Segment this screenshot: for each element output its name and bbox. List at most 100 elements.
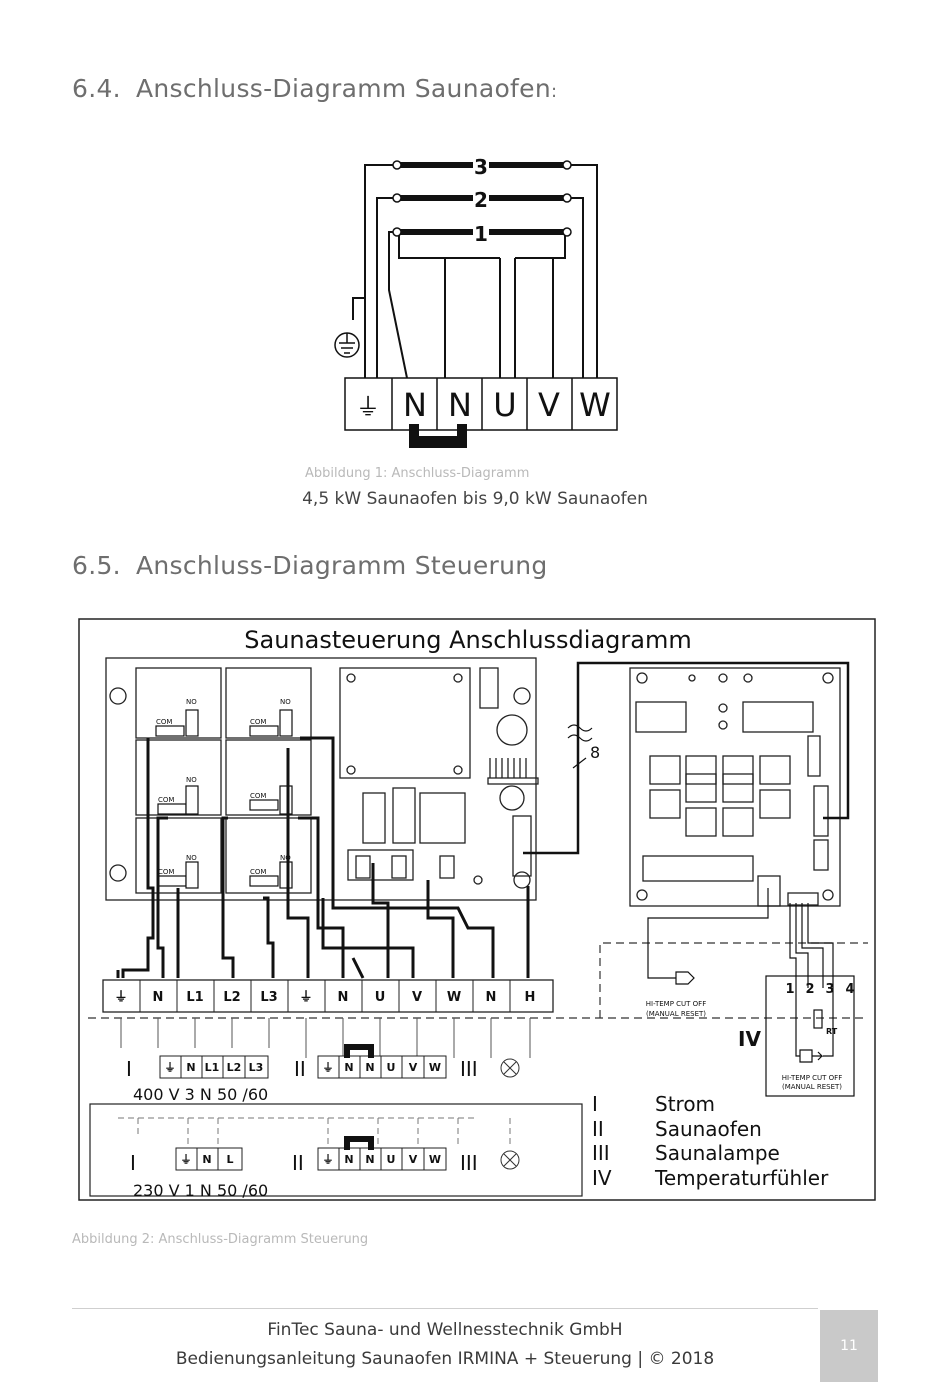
group-terminal-label: N — [186, 1061, 195, 1074]
legend: I Strom II Saunaofen III Saunalampe IV T… — [592, 1092, 829, 1190]
sensor-pin-label: 2 — [805, 982, 814, 997]
element-number: 3 — [474, 155, 488, 179]
roman-iii-label: III — [460, 1151, 478, 1175]
group-oven-label: N — [344, 1061, 353, 1074]
roman-iv-label: IV — [738, 1027, 761, 1051]
strip-terminal-label: V — [412, 990, 422, 1005]
sensor-pin-label: 3 — [825, 982, 834, 997]
relay-no-label: NO — [186, 854, 197, 862]
group-oven-label: N — [365, 1153, 374, 1166]
hi-temp-top-label: HI-TEMP CUT OFF — [646, 1000, 706, 1008]
roman-i-label: I — [126, 1057, 132, 1081]
element-number: 1 — [474, 222, 488, 246]
group-terminal-label: L3 — [249, 1061, 264, 1074]
strip-terminal-label: W — [447, 990, 461, 1005]
group-oven-label: N — [365, 1061, 374, 1074]
group-terminal-label: ⏚ — [165, 1061, 176, 1074]
strip-terminal-label: L1 — [186, 990, 203, 1005]
section-number: 6.4. — [72, 74, 121, 103]
relay-no-label: NO — [186, 698, 197, 706]
strip-terminal-label: L2 — [223, 990, 240, 1005]
relay-no-label: NO — [280, 698, 291, 706]
legend-text: Strom — [655, 1092, 715, 1116]
roman-ii-label: II — [292, 1151, 304, 1175]
lamp-icon — [500, 1058, 520, 1078]
roman-iii-label: III — [460, 1057, 478, 1081]
group-terminal-label: N — [202, 1153, 211, 1166]
relay-com-label: COM — [250, 868, 266, 876]
group-oven-label: U — [387, 1061, 396, 1074]
section-title: Anschluss-Diagramm Steuerung — [136, 551, 548, 580]
section-title-colon: : — [550, 81, 558, 102]
element-number: 2 — [474, 188, 488, 212]
power-wires — [116, 736, 530, 979]
relay-com-label: COM — [158, 796, 174, 804]
ground-icon — [334, 332, 360, 358]
terminal-label: N — [403, 386, 427, 424]
sensor-rt-label: RT — [826, 1027, 838, 1036]
section-heading-6-5: 6.5. Anschluss-Diagramm Steuerung — [72, 551, 548, 580]
group-terminal-label: L1 — [205, 1061, 220, 1074]
relay-com-label: COM — [156, 718, 172, 726]
legend-num: II — [592, 1117, 604, 1141]
strip-terminal-label: ⏚ — [299, 990, 312, 1005]
strip-terminal-label: L3 — [260, 990, 277, 1005]
figure-1-caption: Abbildung 1: Anschluss-Diagramm — [305, 466, 530, 481]
temperature-sensor — [765, 903, 855, 1097]
legend-text: Saunalampe — [655, 1141, 780, 1165]
cable-8 — [523, 661, 850, 855]
cable-number-label: 8 — [590, 743, 600, 762]
group-oven-label: W — [429, 1061, 441, 1074]
group-terminal-label: L2 — [227, 1061, 242, 1074]
group-400v: I ⏚ N L1 L2 L3 II ⏚ N N U V W III 400 V … — [126, 1044, 520, 1104]
figure-1-subtitle: 4,5 kW Saunaofen bis 9,0 kW Saunaofen — [302, 489, 648, 509]
group-230v: I ⏚ N L II ⏚ N N U V W III 230 V 1 N 50 … — [89, 1103, 583, 1200]
display-pcb — [629, 667, 841, 907]
terminal-label: W — [579, 386, 611, 424]
lamp-icon — [500, 1150, 520, 1170]
hi-temp-top-label: (MANUAL RESET) — [646, 1010, 706, 1018]
legend-num: IV — [592, 1166, 612, 1190]
footer-manual: Bedienungsanleitung Saunaofen IRMINA + S… — [175, 1349, 715, 1369]
footer-divider — [72, 1308, 818, 1309]
figure-2-caption: Abbildung 2: Anschluss-Diagramm Steuerun… — [72, 1232, 369, 1247]
footer-company: FinTec Sauna- und Wellnesstechnik GmbH — [267, 1320, 623, 1340]
legend-num: I — [592, 1092, 598, 1116]
roman-i-label: I — [130, 1151, 136, 1175]
group-oven-label: V — [409, 1153, 418, 1166]
legend-text: Saunaofen — [655, 1117, 762, 1141]
main-pcb — [105, 657, 539, 901]
group-voltage-label: 230 V 1 N 50 /60 — [133, 1181, 268, 1200]
group-terminal-label: ⏚ — [181, 1153, 192, 1166]
group-oven-label: U — [387, 1153, 396, 1166]
hi-temp-bottom-label: HI-TEMP CUT OFF — [782, 1074, 842, 1082]
strip-terminal-label: N — [338, 990, 349, 1005]
relay-no-label: NO — [280, 854, 291, 862]
section-heading-6-4: 6.4. Anschluss-Diagramm Saunaofen: — [72, 74, 557, 103]
sensor-pin-label: 1 — [785, 982, 794, 997]
heater-wiring-diagram: 3 2 1 ⏚ N N U V W — [334, 155, 618, 448]
group-voltage-label: 400 V 3 N 50 /60 — [133, 1085, 268, 1104]
group-terminal-label: L — [226, 1153, 233, 1166]
relay-com-label: COM — [250, 718, 266, 726]
strip-terminal-label: ⏚ — [114, 990, 127, 1005]
section-title: Anschluss-Diagramm Saunaofen — [136, 74, 551, 103]
bridge-link — [409, 424, 467, 448]
group-oven-label: V — [409, 1061, 418, 1074]
sensor-pin-label: 4 — [845, 982, 854, 997]
page-number: 11 — [820, 1310, 878, 1382]
control-wiring-diagram: Saunasteuerung Anschlussdiagramm COM NO … — [78, 618, 876, 1201]
strip-terminal-label: N — [486, 990, 497, 1005]
section-number: 6.5. — [72, 551, 121, 580]
group-oven-label: ⏚ — [323, 1061, 334, 1074]
terminal-label: ⏚ — [356, 393, 380, 421]
relay-com-label: COM — [250, 792, 266, 800]
main-terminal-strip: ⏚ N L1 L2 L3 ⏚ N U V W N H — [102, 979, 554, 1013]
legend-text: Temperaturfühler — [654, 1166, 829, 1190]
strip-terminal-label: U — [375, 990, 386, 1005]
hi-temp-bottom-label: (MANUAL RESET) — [782, 1083, 842, 1091]
roman-ii-label: II — [294, 1057, 306, 1081]
terminal-label: N — [448, 386, 472, 424]
strip-terminal-label: H — [525, 990, 536, 1005]
strip-terminal-label: N — [153, 990, 164, 1005]
